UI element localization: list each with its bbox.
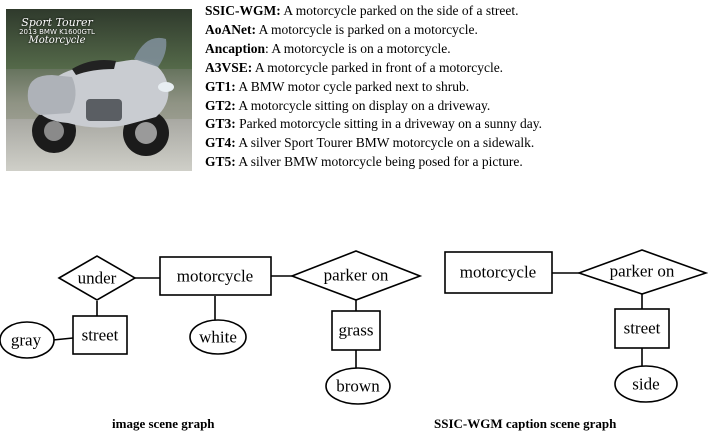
- node-brown-label: brown: [336, 377, 380, 396]
- caption-scene-graph-label: SSIC-WGM caption scene graph: [434, 416, 617, 431]
- caption-gt1: GT1: A BMW motor cycle parked next to sh…: [205, 78, 705, 97]
- node-parkeron-diamond: [289, 250, 423, 301]
- node-side-label: side: [632, 375, 659, 394]
- caption-text: A motorcycle sitting on display on a dri…: [235, 97, 491, 113]
- photo-overlay-line1: Sport Tourer: [21, 16, 93, 29]
- photo-overlay-line2: 2013 BMW K1600GTL: [19, 27, 95, 36]
- node-street-label: street: [82, 326, 119, 345]
- node-side-ellipse: [614, 365, 678, 403]
- caption-gt4: GT4: A silver Sport Tourer BMW motorcycl…: [205, 134, 705, 153]
- caption-text: : A motorcycle is on a motorcycle.: [265, 40, 451, 56]
- node-brown-ellipse: [325, 367, 391, 405]
- node-street-label-2: street: [624, 319, 661, 338]
- caption-text: A silver BMW motorcycle being posed for …: [235, 154, 523, 170]
- caption-gt2: GT2: A motorcycle sitting on display on …: [205, 97, 705, 116]
- caption-text: Parked motorcycle sitting in a driveway …: [235, 116, 542, 132]
- node-white-label: white: [199, 328, 237, 347]
- caption-label: AoANet:: [205, 21, 256, 37]
- caption-ancaption: Ancaption: A motorcycle is on a motorcyc…: [205, 40, 705, 59]
- caption-label: GT3:: [205, 116, 236, 132]
- node-parkeron-label-2: parker on: [610, 262, 675, 281]
- node-motorcycle-box-2: [444, 251, 553, 294]
- node-under-label: under: [78, 269, 117, 288]
- motorcycle-photo: Sport Tourer 2013 BMW K1600GTL Motorcycl…: [6, 9, 192, 171]
- motorcycle-illustration: [27, 37, 174, 156]
- node-grass-box: [331, 310, 381, 351]
- node-gray-label: gray: [11, 331, 42, 350]
- caption-label: GT4:: [205, 135, 236, 151]
- edge-street-gray: [52, 337, 74, 341]
- image-scene-graph-label: image scene graph: [112, 416, 215, 431]
- photo-overlay-line3: Motorcycle: [28, 34, 86, 46]
- node-motorcycle-label-2: motorcycle: [460, 263, 536, 282]
- node-parkeron-diamond-2: [576, 249, 708, 295]
- photo-overlay-text: Sport Tourer 2013 BMW K1600GTL Motorcycl…: [12, 17, 102, 46]
- caption-text: A motorcycle parked on the side of a str…: [280, 3, 519, 18]
- node-grass-label: grass: [339, 321, 374, 340]
- caption-list: SSIC-WGM: A motorcycle parked on the sid…: [205, 2, 705, 172]
- caption-text: A silver Sport Tourer BMW motorcycle on …: [235, 135, 535, 151]
- caption-aoanet: AoANet: A motorcycle is parked on a moto…: [205, 21, 705, 40]
- node-street-box-2: [614, 308, 670, 349]
- node-street-box: [72, 315, 128, 355]
- caption-ssic-wgm: SSIC-WGM: A motorcycle parked on the sid…: [205, 2, 705, 21]
- node-white-ellipse: [189, 319, 247, 355]
- caption-label: GT5:: [205, 154, 236, 170]
- caption-label: GT2:: [205, 97, 236, 113]
- caption-label: GT1:: [205, 78, 236, 94]
- caption-text: A BMW motor cycle parked next to shrub.: [235, 78, 470, 94]
- caption-gt3: GT3: Parked motorcycle sitting in a driv…: [205, 115, 705, 134]
- caption-a3vse: A3VSE: A motorcycle parked in front of a…: [205, 59, 705, 78]
- caption-label: SSIC-WGM:: [205, 3, 281, 18]
- caption-label: A3VSE:: [205, 59, 253, 75]
- node-gray-ellipse: [0, 321, 55, 359]
- node-motorcycle-box: [159, 256, 272, 296]
- node-motorcycle-label: motorcycle: [177, 267, 253, 286]
- caption-gt5: GT5: A silver BMW motorcycle being posed…: [205, 153, 705, 172]
- caption-label: Ancaption: [205, 40, 266, 56]
- caption-text: A motorcycle parked in front of a motorc…: [252, 59, 504, 75]
- caption-text: A motorcycle is parked on a motorcycle.: [255, 21, 478, 37]
- node-parkeron-label: parker on: [324, 266, 389, 285]
- node-under-diamond: [57, 255, 137, 301]
